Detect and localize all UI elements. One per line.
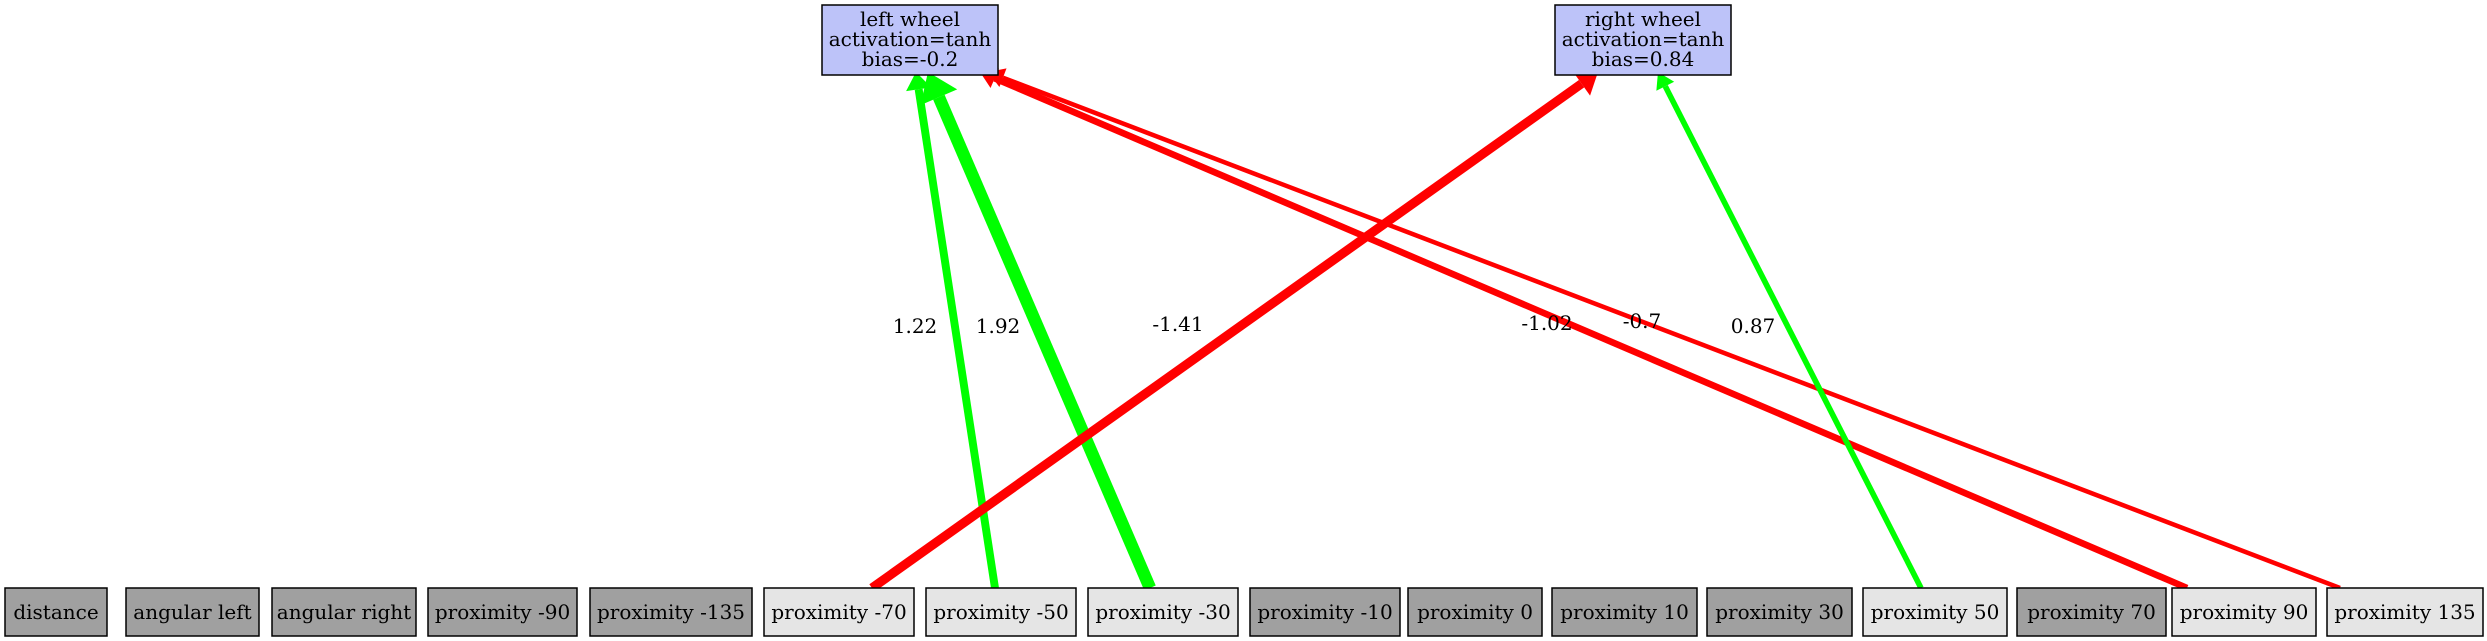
input-node-label: proximity 70 [2027,600,2156,624]
input-node-prox-m10: proximity -10 [1249,587,1401,637]
edge-prox_m30-to-left_wheel [920,72,1156,591]
edges-layer [869,68,2341,592]
edge-weight-label: -0.7 [1623,309,1662,333]
edge-weight-label: 1.22 [893,314,938,338]
node-box [2016,587,2167,637]
input-node-label: proximity 50 [1871,600,2000,624]
input-node-label: proximity -70 [771,600,906,624]
output-node-line: bias=0.84 [1592,47,1695,71]
edge-labels-layer: 1.22 1.92 -1.41 -1.02 -0.7 0.87 [893,309,1776,338]
input-node-prox-90: proximity 90 [2171,587,2317,637]
node-box [125,587,260,637]
arrowhead-icon [1573,71,1598,96]
node-box [1862,587,2008,637]
input-node-label: proximity -135 [597,600,745,624]
node-box [821,4,999,76]
node-box [2171,587,2317,637]
input-node-prox-50: proximity 50 [1862,587,2008,637]
input-node-prox-10: proximity 10 [1551,587,1698,637]
node-box [763,587,915,637]
node-box [589,587,753,637]
edge-line [869,79,1585,592]
input-node-label: angular right [277,600,411,624]
edge-weight-label: -1.02 [1521,311,1572,335]
edge-line [1002,75,2341,591]
edge-line [993,75,2189,592]
output-node-line: activation=tanh [1562,27,1725,51]
edge-weight-label: 1.92 [976,314,1021,338]
node-box [1551,587,1698,637]
edge-line [933,94,1156,591]
input-node-angular-left: angular left [125,587,260,637]
input-node-distance: distance [4,587,108,637]
node-box [1087,587,1239,637]
node-box [271,587,417,637]
input-node-prox-30: proximity 30 [1706,587,1853,637]
input-node-label: proximity -90 [435,600,570,624]
node-box [427,587,578,637]
input-node-label: proximity 135 [2334,600,2475,624]
output-node-line: right wheel [1585,7,1701,31]
input-node-prox-m90: proximity -90 [427,587,578,637]
node-box [1554,4,1732,76]
node-box [1407,587,1543,637]
input-node-label: proximity -50 [933,600,1068,624]
arrowhead-icon [1656,72,1675,91]
node-box [4,587,108,637]
node-box [925,587,1077,637]
nodes-layer: left wheelactivation=tanhbias=-0.2right … [4,4,2484,637]
output-node-line: activation=tanh [829,27,992,51]
edge-prox_m70-to-right_wheel [869,71,1598,592]
input-node-label: proximity -10 [1257,600,1392,624]
edge-prox_50-to-right_wheel [1656,72,1924,590]
input-node-label: proximity -30 [1095,600,1230,624]
input-node-prox-135: proximity 135 [2326,587,2484,637]
input-node-prox-0: proximity 0 [1407,587,1543,637]
node-box [1706,587,1853,637]
output-node-line: left wheel [860,7,960,31]
input-node-angular-right: angular right [271,587,417,637]
node-box [1249,587,1401,637]
output-node-line: bias=-0.2 [862,47,959,71]
input-node-prox-m70: proximity -70 [763,587,915,637]
edge-weight-label: -1.41 [1152,312,1203,336]
arrowhead-icon [920,72,958,106]
input-node-label: distance [13,600,98,624]
input-node-prox-m135: proximity -135 [589,587,753,637]
input-node-label: proximity 90 [2180,600,2309,624]
input-node-label: proximity 10 [1560,600,1689,624]
edge-weight-label: 0.87 [1731,314,1776,338]
input-node-prox-m30: proximity -30 [1087,587,1239,637]
input-node-prox-m50: proximity -50 [925,587,1077,637]
input-node-label: proximity 0 [1417,600,1533,624]
edge-line [1662,84,1924,590]
input-node-prox-70: proximity 70 [2016,587,2167,637]
input-node-label: proximity 30 [1715,600,1844,624]
input-node-label: angular left [133,600,251,624]
node-box [2326,587,2484,637]
